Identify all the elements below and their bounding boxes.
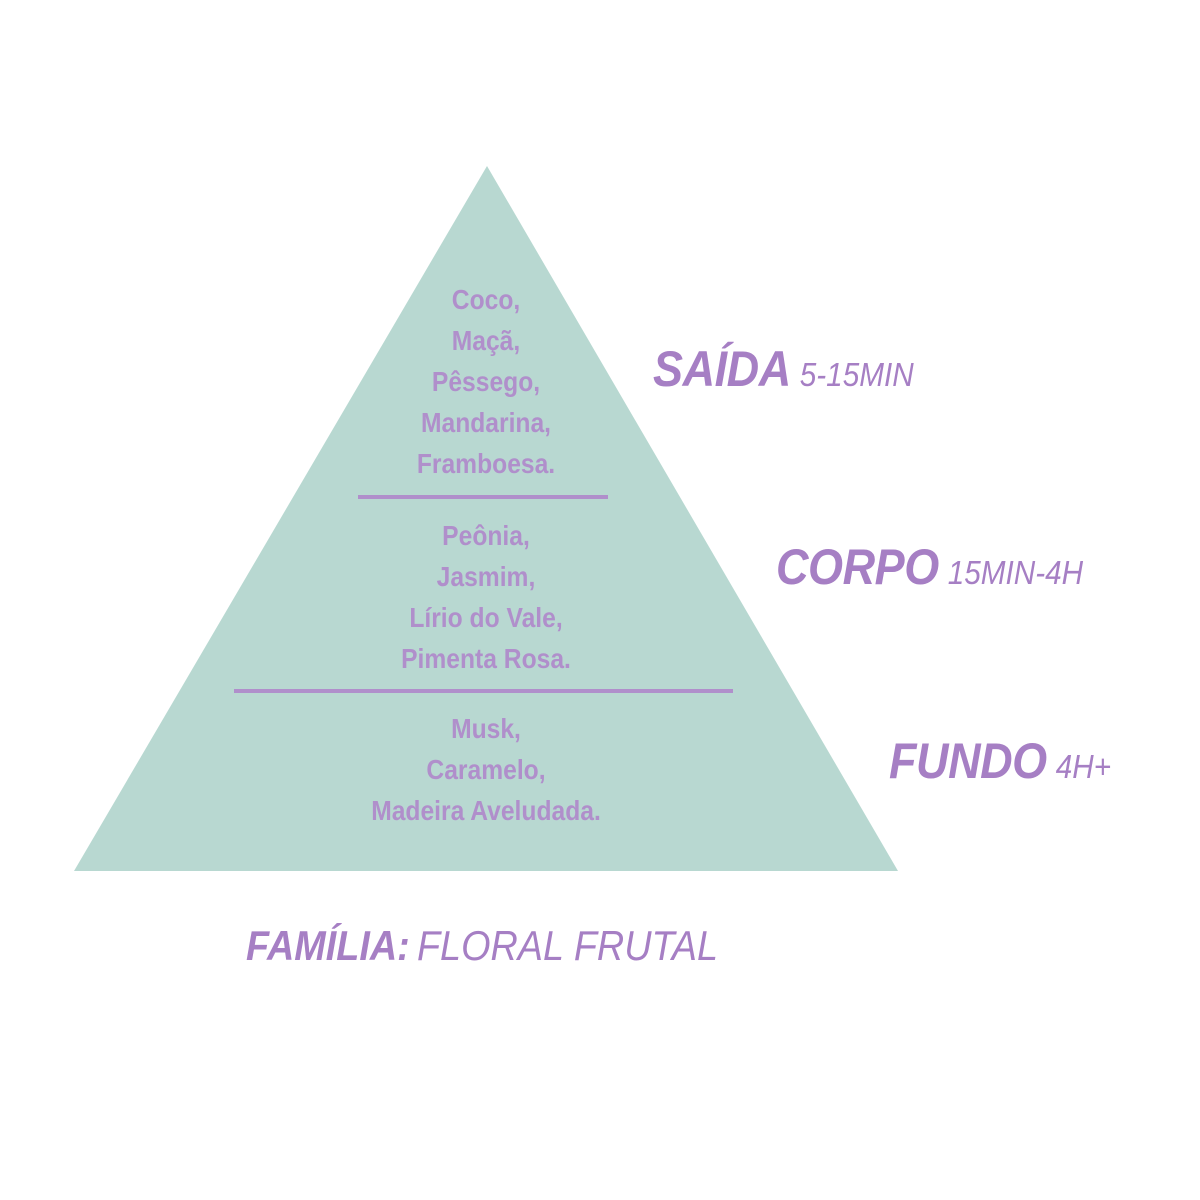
top-note: Coco, xyxy=(451,284,521,315)
base-note: Madeira Aveludada. xyxy=(371,795,601,826)
heart-note: Jasmim, xyxy=(436,561,536,592)
family-label: FAMÍLIA: xyxy=(246,922,410,969)
top-notes-list: Coco, Maçã, Pêssego, Mandarina, Framboes… xyxy=(266,279,706,484)
tier-name: FUNDO xyxy=(889,733,1047,789)
top-note: Mandarina, xyxy=(420,407,552,438)
heart-note: Pimenta Rosa. xyxy=(401,643,571,674)
tier-duration: 4H+ xyxy=(1055,748,1112,785)
base-note: Caramelo, xyxy=(426,754,546,785)
tier-name: SAÍDA xyxy=(653,341,791,397)
heart-note: Lírio do Vale, xyxy=(409,602,563,633)
top-note: Maçã, xyxy=(451,325,521,356)
base-notes-list: Musk, Caramelo, Madeira Aveludada. xyxy=(266,708,706,831)
pyramid-triangle xyxy=(74,166,898,871)
family-value: FLORAL FRUTAL xyxy=(416,922,719,969)
tier-duration: 15MIN-4H xyxy=(947,554,1084,591)
heart-notes-list: Peônia, Jasmim, Lírio do Vale, Pimenta R… xyxy=(266,515,706,679)
tier-duration: 5-15MIN xyxy=(799,356,914,393)
top-note: Framboesa. xyxy=(416,448,556,479)
tier-name: CORPO xyxy=(776,539,939,595)
base-note: Musk, xyxy=(451,713,521,744)
heart-note: Peônia, xyxy=(442,520,530,551)
fragrance-family: FAMÍLIA:FLORAL FRUTAL xyxy=(246,922,718,970)
top-note: Pêssego, xyxy=(431,366,541,397)
